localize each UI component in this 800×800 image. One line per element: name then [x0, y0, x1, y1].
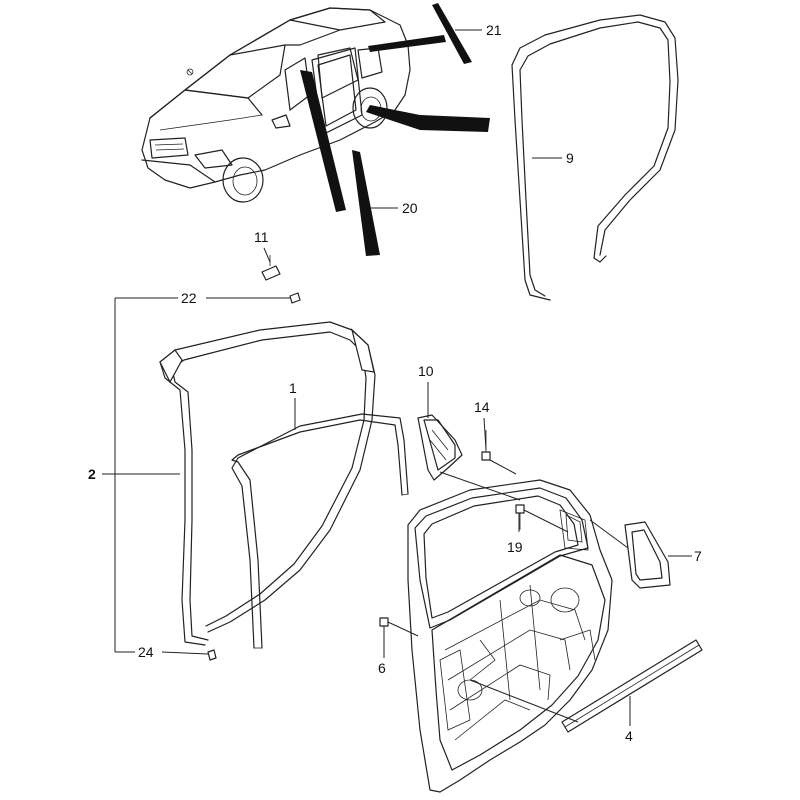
- glass-run-part-1: [231, 413, 409, 649]
- callout-10: 10: [418, 363, 434, 379]
- callout-7: 7: [694, 548, 702, 564]
- leader-6-dot: [387, 621, 419, 637]
- callout-14: 14: [474, 399, 490, 415]
- corner-trim-part-7: [624, 521, 671, 589]
- callout-1: 1: [289, 380, 297, 396]
- clip-part-24: [207, 649, 217, 661]
- callout-2: 2: [88, 466, 96, 482]
- outer-door-seal-part-2: [159, 321, 376, 646]
- callout-4: 4: [625, 728, 633, 744]
- door-seal-part-9: [511, 14, 679, 301]
- clip-part-11: [261, 255, 281, 281]
- leader-14-dot: [489, 459, 517, 475]
- weatherstrip-21: [368, 3, 472, 64]
- leader-lines: [102, 29, 692, 726]
- leader-11: [263, 247, 271, 263]
- callout-19: 19: [507, 539, 523, 555]
- lower-molding-part-4: [561, 639, 703, 733]
- leader-24: [115, 651, 209, 655]
- callout-6: 6: [378, 660, 386, 676]
- callout-21: 21: [486, 22, 502, 38]
- callout-11: 11: [254, 229, 269, 245]
- leader-4-dot: [469, 679, 579, 723]
- rear-door-assembly: [407, 479, 613, 793]
- leader-14: [483, 417, 487, 451]
- callout-20: 20: [402, 200, 418, 216]
- callout-24: 24: [138, 644, 154, 660]
- leader-10-dot: [439, 471, 521, 501]
- clip-part-22: [289, 292, 301, 304]
- weatherstrip-20: [300, 70, 380, 256]
- car-illustration: [141, 7, 411, 203]
- callout-22: 22: [181, 290, 197, 306]
- leader-19-dot: [523, 509, 569, 533]
- screw-part-19: [515, 504, 525, 530]
- bracket-part-10: [417, 414, 463, 481]
- callout-9: 9: [566, 150, 574, 166]
- callout-labels: 21 9 20 11 22 2 24 1 10 14 19 7 6 4: [88, 22, 702, 744]
- screw-part-6: [379, 617, 389, 627]
- belt-molding-strip: [366, 105, 490, 132]
- leader-7-dot: [589, 519, 629, 549]
